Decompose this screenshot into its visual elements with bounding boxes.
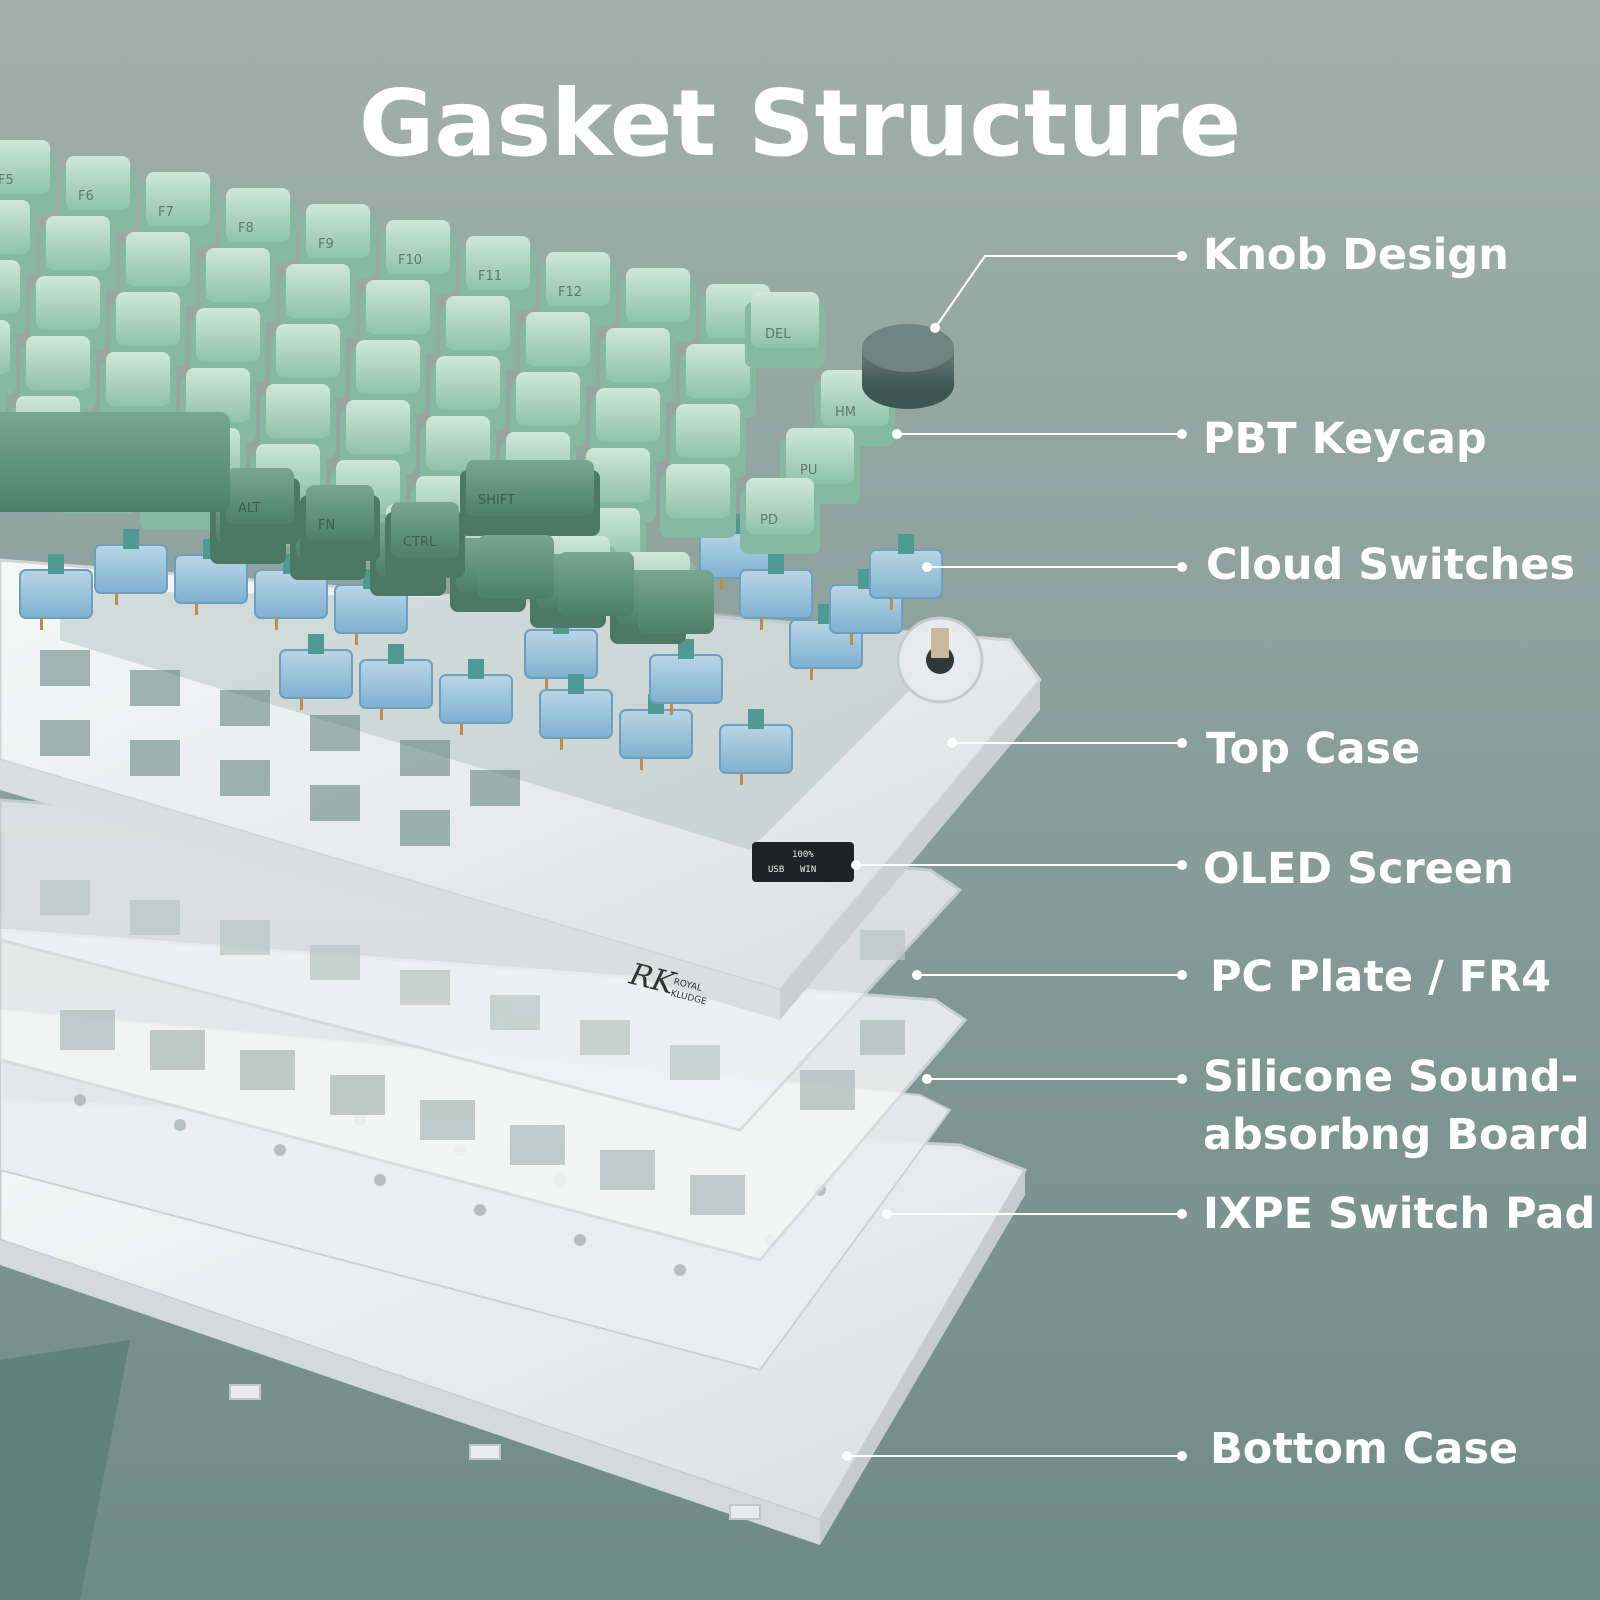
switch <box>439 659 513 735</box>
arrow-keycap <box>638 570 714 634</box>
leader-knob <box>934 255 1180 329</box>
keycap-legend: PU <box>800 463 817 478</box>
leader-lines <box>847 255 1182 1457</box>
keycap <box>0 320 16 394</box>
keycap <box>350 340 426 414</box>
keycap <box>260 384 336 458</box>
keycap-legend: DEL <box>765 327 791 342</box>
keycap <box>510 372 586 446</box>
keycap-legend: F6 <box>78 189 94 204</box>
keycap <box>20 336 96 410</box>
callout-top-case: Top Case <box>1206 724 1421 774</box>
floor-shadow <box>0 1340 130 1600</box>
keycap-legend: HM <box>835 405 856 420</box>
callout-oled-screen: OLED Screen <box>1203 844 1514 894</box>
keycap <box>670 404 746 478</box>
keycap <box>280 264 356 338</box>
keycap-legend: F10 <box>398 253 422 268</box>
keycap-legend: SHIFT <box>478 493 515 508</box>
arrow-keycap <box>478 535 554 599</box>
keycap <box>440 296 516 370</box>
switch <box>869 534 943 610</box>
switch <box>19 554 93 630</box>
keycap-legend: F12 <box>558 285 582 300</box>
page-title: Gasket Structure <box>358 70 1242 177</box>
keycap <box>200 248 276 322</box>
keycap: F8 <box>220 188 296 262</box>
keycap <box>30 276 106 350</box>
keycap <box>120 232 196 306</box>
keycap: F7 <box>140 172 216 246</box>
keycap: PD <box>740 478 820 554</box>
keycap-legend: F8 <box>238 221 254 236</box>
keycap: F9 <box>300 204 376 278</box>
keycap <box>0 200 36 274</box>
keycap <box>270 324 346 398</box>
keycap: FN <box>300 485 380 561</box>
oled-screen <box>752 842 854 882</box>
switch <box>619 694 693 770</box>
switch <box>649 639 723 715</box>
keycap-legend: ALT <box>238 501 260 516</box>
keycap-legend: PD <box>760 513 778 528</box>
callout-silicone-board: Silicone Sound-absorbng Board <box>1203 1052 1590 1160</box>
leader-dots <box>842 251 1187 1461</box>
arrow-keycap <box>558 552 634 616</box>
keycap <box>190 308 266 382</box>
callout-pc-plate: PC Plate / FR4 <box>1210 952 1552 1002</box>
keycap: F6 <box>60 156 136 230</box>
keycap: ALT <box>220 468 300 544</box>
keycap: CTRL <box>385 502 465 578</box>
callout-knob-design: Knob Design <box>1203 230 1509 280</box>
switch <box>719 709 793 785</box>
keycap <box>590 388 666 462</box>
keycap: SHIFT <box>460 460 600 536</box>
keycap-legend: F11 <box>478 269 502 284</box>
keycap-legend: CTRL <box>403 535 437 550</box>
keycap-legend: F7 <box>158 205 174 220</box>
keycap-legend: F9 <box>318 237 334 252</box>
keycap: DEL <box>745 292 825 368</box>
keycap <box>340 400 416 474</box>
keycap-legend: FN <box>318 518 335 533</box>
keycap <box>620 268 696 342</box>
keycap <box>520 312 596 386</box>
oled-mode-usb: USB <box>768 865 784 875</box>
keycap-legend: F5 <box>0 173 14 188</box>
keycap: F10 <box>380 220 456 294</box>
keycap <box>100 352 176 426</box>
switch <box>739 554 813 630</box>
keycap: F5 <box>0 140 56 214</box>
callout-pbt-keycap: PBT Keycap <box>1203 414 1487 464</box>
keycap <box>680 344 756 418</box>
keycap: F11 <box>460 236 536 310</box>
oled-battery: 100% <box>792 850 814 860</box>
spacebar-keycap <box>0 412 230 512</box>
keycap <box>360 280 436 354</box>
callout-ixpe-switch-pad: IXPE Switch Pad <box>1203 1189 1596 1239</box>
keycap: F12 <box>540 252 616 326</box>
callout-bottom-case: Bottom Case <box>1210 1424 1519 1474</box>
switch <box>279 634 353 710</box>
keycap <box>0 260 26 334</box>
oled-mode-win: WIN <box>800 865 816 875</box>
knob <box>862 324 954 409</box>
switch <box>94 529 168 605</box>
keycap <box>110 292 186 366</box>
oled-readout: 100% USB WIN <box>768 850 816 875</box>
keycap <box>40 216 116 290</box>
keycap <box>600 328 676 402</box>
switch <box>539 674 613 750</box>
keycap <box>660 464 736 538</box>
callout-cloud-switches: Cloud Switches <box>1206 540 1576 590</box>
switch <box>359 644 433 720</box>
keycap <box>430 356 506 430</box>
